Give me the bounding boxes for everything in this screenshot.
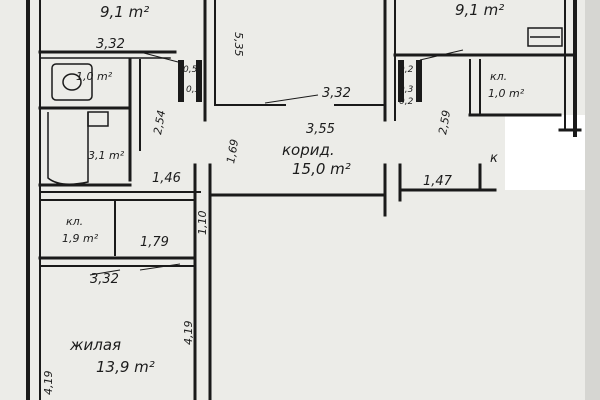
dim-vertical-c: 4,19 — [182, 321, 195, 346]
living-area: 13,9 m² — [96, 358, 155, 376]
bath-area: 3,1 m² — [88, 149, 125, 162]
dim-door-b: 1,47 — [423, 174, 453, 189]
dim-vent-right-3: 0,2 — [399, 97, 414, 107]
dim-door-a: 1,46 — [152, 171, 181, 186]
dim-vent-right-1: 0,2 — [399, 65, 414, 75]
corridor-area: 15,0 m² — [292, 160, 351, 178]
closet-right-label: кл. — [490, 70, 507, 83]
dim-top-left-width: 3,32 — [96, 37, 125, 52]
sink-icon — [51, 63, 93, 101]
white-patch — [505, 115, 585, 190]
paper-edge — [585, 0, 600, 400]
dim-right-side: 2,59 — [436, 109, 453, 135]
vent-block-left-b — [196, 60, 202, 102]
stove-icon — [527, 27, 563, 47]
vent-block-right-b — [416, 60, 422, 102]
dim-vertical-b: 1,10 — [196, 211, 209, 236]
leader-lines — [89, 49, 464, 276]
walls — [26, 0, 582, 400]
closet-left-area: 1,9 m² — [62, 232, 99, 245]
vent-block-right-a — [398, 60, 404, 102]
dim-corridor-width: 3,55 — [306, 122, 335, 137]
dim-vertical-a: 1,69 — [224, 138, 241, 164]
vent-block-left-a — [178, 60, 184, 102]
washer-icon — [87, 111, 109, 127]
corner-mark: к — [490, 151, 498, 166]
room-top-left-area: 9,1 m² — [100, 3, 149, 21]
dim-vent-left-1: 0,5 — [183, 65, 198, 75]
toilet-icon — [62, 73, 82, 91]
dim-vertical-e: 5,35 — [232, 32, 245, 57]
bathroom-area: 1,0 m² — [76, 70, 113, 83]
dim-vertical-d: 4,19 — [42, 371, 55, 396]
fixtures — [47, 27, 563, 185]
vent-blocks — [178, 60, 422, 102]
bathtub-icon — [47, 112, 89, 185]
dim-vent-right-2: 0,3 — [399, 85, 414, 95]
closet-left-label: кл. — [66, 215, 83, 228]
dim-door-c: 1,79 — [140, 235, 169, 250]
dim-living-top: 3,32 — [90, 272, 119, 287]
dim-vent-left-2: 0,3 — [186, 85, 201, 95]
living-label: жилая — [69, 336, 121, 354]
room-top-right-area: 9,1 m² — [455, 1, 504, 19]
dim-bathroom-side: 2,54 — [151, 109, 168, 135]
corridor-label: корид. — [282, 141, 335, 159]
dim-middle-wall: 3,32 — [322, 86, 351, 101]
closet-right-area: 1,0 m² — [488, 87, 525, 100]
